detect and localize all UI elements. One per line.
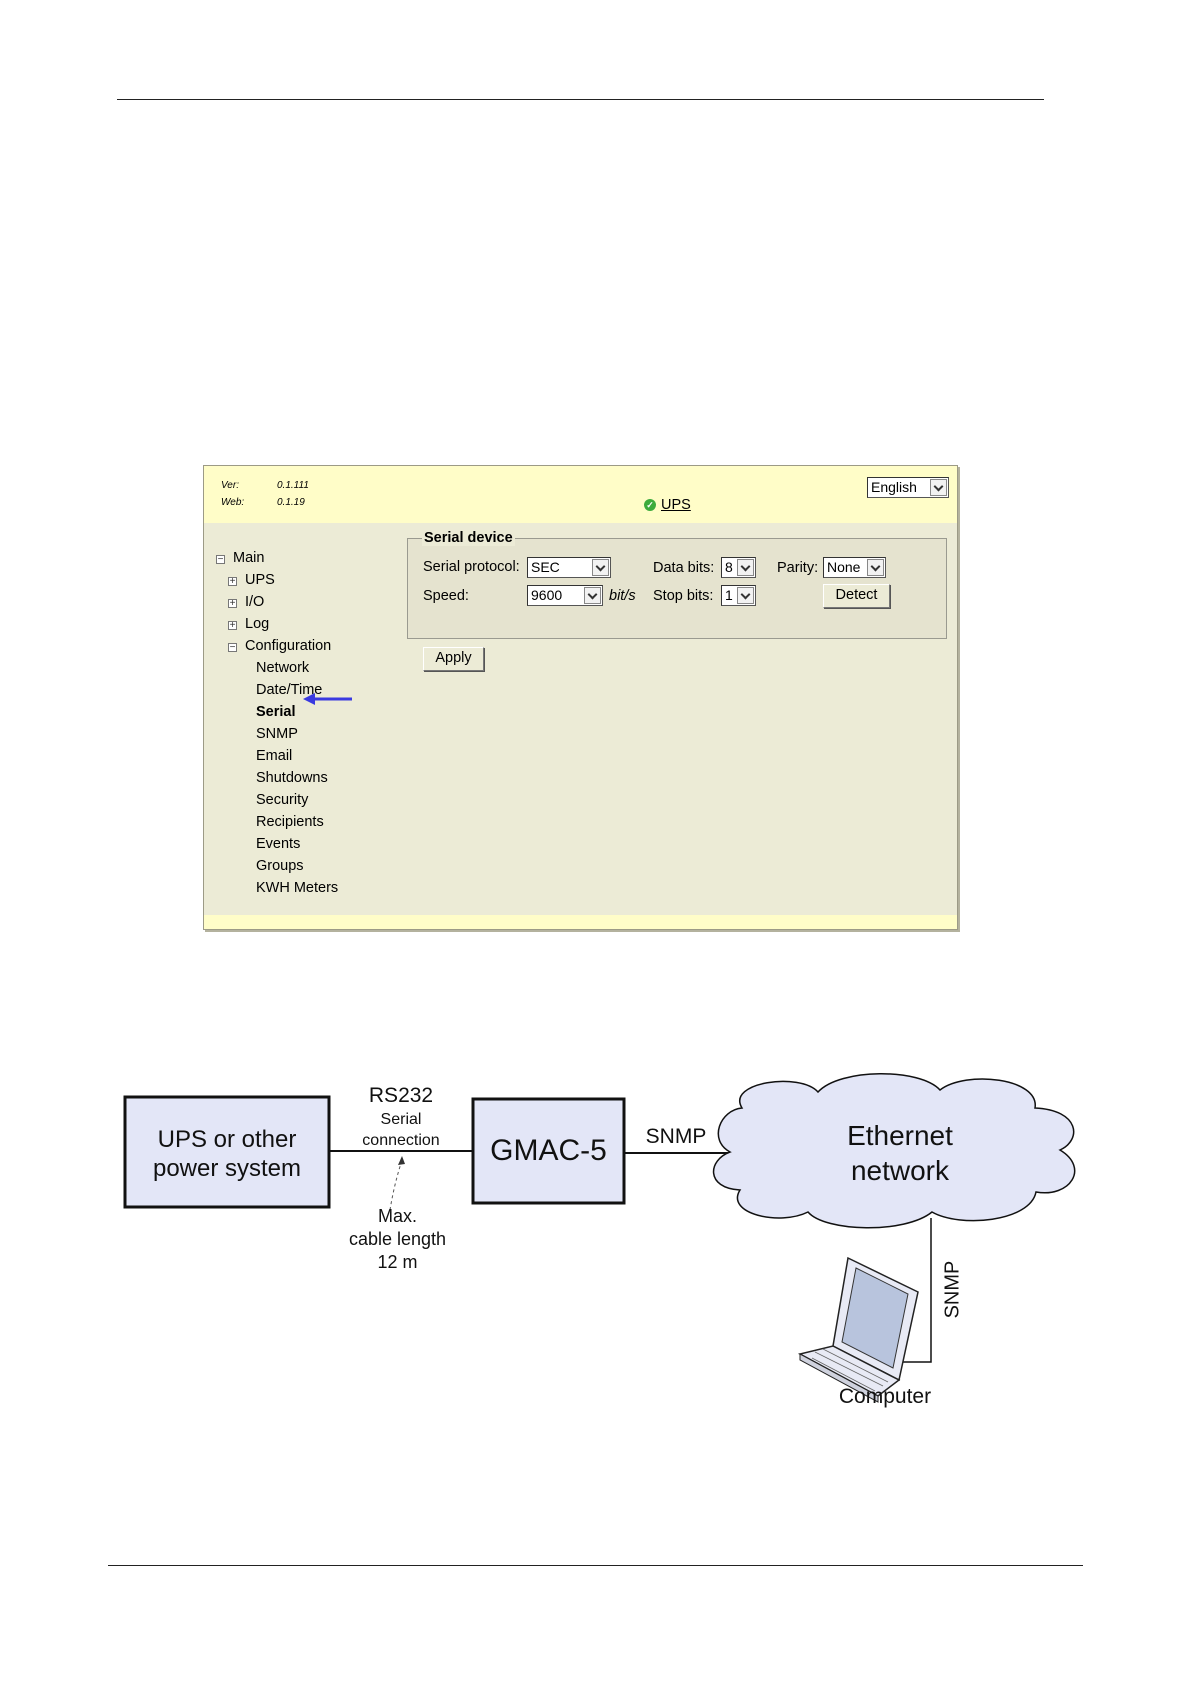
check-circle-icon: ✓ [644, 499, 656, 511]
max-cable-line2: cable length [348, 1229, 447, 1249]
stop-bits-label: Stop bits: [653, 588, 714, 604]
chevron-down-icon[interactable] [930, 479, 947, 496]
menu-item-recipients[interactable]: Recipients [256, 814, 324, 830]
serial-connection-line1: Serial [380, 1111, 422, 1128]
max-cable-length-label: Max. cable length 12 m [330, 1205, 465, 1274]
parity-select[interactable]: None [823, 557, 886, 578]
parity-value: None [827, 559, 861, 575]
version-label: Ver: [221, 480, 239, 491]
header-rule [117, 99, 1044, 100]
max-cable-line1: Max. [377, 1206, 417, 1226]
chevron-down-icon[interactable] [737, 587, 754, 604]
ups-status-link[interactable]: UPS [661, 497, 691, 513]
speed-value: 9600 [531, 587, 563, 603]
menu-item-datetime[interactable]: Date/Time [256, 682, 323, 698]
stop-bits-select[interactable]: 1 [721, 585, 756, 606]
menu-item-serial[interactable]: Serial [256, 704, 296, 720]
version-value: 0.1.111 [277, 480, 309, 491]
chevron-down-icon[interactable] [737, 559, 754, 576]
ethernet-network-label: Ethernet network [800, 1118, 1000, 1188]
speed-select[interactable]: 9600 [527, 585, 603, 606]
serial-connection-label: Serial connection [341, 1109, 461, 1151]
menu-item-snmp[interactable]: SNMP [256, 726, 298, 742]
web-version-label: Web: [221, 497, 245, 508]
menu-item-security[interactable]: Security [256, 792, 309, 808]
language-select[interactable]: English [867, 477, 949, 498]
menu-item-io[interactable]: I/O [245, 594, 265, 610]
menu-item-kwh-meters[interactable]: KWH Meters [256, 880, 339, 896]
menu-item-email[interactable]: Email [256, 748, 293, 764]
expand-icon[interactable]: + [228, 598, 237, 609]
serial-protocol-select[interactable]: SEC [527, 557, 611, 578]
stop-bits-value: 1 [725, 587, 733, 603]
language-value: English [871, 479, 917, 495]
expand-icon[interactable]: + [228, 620, 237, 631]
menu-item-log[interactable]: Log [245, 616, 270, 632]
data-bits-value: 8 [725, 559, 733, 575]
chevron-down-icon[interactable] [867, 559, 884, 576]
snmp-vertical-line [885, 1218, 932, 1363]
data-bits-label: Data bits: [653, 560, 715, 576]
collapse-icon[interactable]: − [216, 554, 225, 565]
menu-item-ups[interactable]: UPS [245, 572, 275, 588]
ups-status: ✓ UPS [644, 497, 691, 513]
ui-footer [204, 915, 957, 929]
data-bits-select[interactable]: 8 [721, 557, 756, 578]
collapse-icon[interactable]: − [228, 642, 237, 653]
computer-label: Computer [838, 1385, 932, 1408]
web-interface-screenshot: Ver: 0.1.111 Web: 0.1.19 ✓ UPS English −… [203, 465, 958, 930]
serial-connection-line2: connection [362, 1132, 440, 1149]
menu-item-configuration[interactable]: Configuration [245, 638, 332, 654]
menu-item-groups[interactable]: Groups [256, 858, 304, 874]
chevron-down-icon[interactable] [592, 559, 609, 576]
menu-item-shutdowns[interactable]: Shutdowns [256, 770, 328, 786]
snmp-vertical-label: SNMP [941, 1260, 964, 1319]
ups-box-label-line2: power system [152, 1155, 302, 1182]
ethernet-network-line2: network [850, 1155, 950, 1186]
ups-box-label: UPS or other power system [125, 1125, 329, 1183]
ethernet-network-line1: Ethernet [847, 1120, 953, 1151]
menu-item-network[interactable]: Network [256, 660, 310, 676]
snmp-horizontal-label: SNMP [645, 1125, 707, 1148]
menu-item-events[interactable]: Events [256, 836, 301, 852]
ups-box-label-line1: UPS or other [157, 1126, 297, 1153]
cable-length-arrowhead [398, 1156, 405, 1165]
max-cable-line3: 12 m [377, 1252, 418, 1272]
ui-header [204, 466, 957, 523]
serial-protocol-label: Serial protocol: [423, 559, 520, 575]
rs232-label: RS232 [368, 1084, 434, 1107]
parity-label: Parity: [777, 560, 819, 576]
laptop-icon [797, 1256, 919, 1403]
expand-icon[interactable]: + [228, 576, 237, 587]
web-version-value: 0.1.19 [277, 497, 305, 508]
serial-protocol-value: SEC [531, 559, 560, 575]
chevron-down-icon[interactable] [584, 587, 601, 604]
serial-device-legend: Serial device [422, 530, 515, 546]
menu-item-main[interactable]: Main [233, 550, 265, 566]
speed-label: Speed: [423, 588, 469, 604]
apply-button[interactable]: Apply [423, 647, 484, 671]
footer-rule [108, 1565, 1083, 1566]
detect-button[interactable]: Detect [823, 584, 890, 608]
pointer-arrow-icon [303, 693, 352, 705]
gmac-label: GMAC-5 [490, 1134, 607, 1167]
speed-unit: bit/s [609, 588, 636, 604]
cable-length-pointer [389, 1159, 403, 1211]
